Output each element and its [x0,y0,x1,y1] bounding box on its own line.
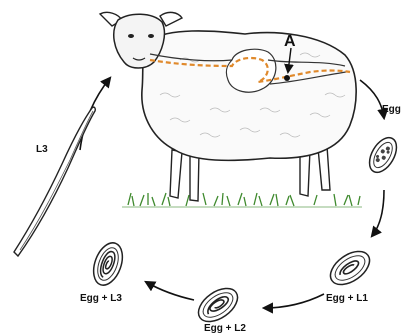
arrow-l3-to-sheep [80,78,110,150]
l3-larva [14,107,95,256]
label-egg-l1: Egg + L1 [326,293,368,304]
sheep-illustration: A [100,12,362,207]
label-egg: Egg [382,104,401,115]
arrow-l1-to-l2 [264,294,324,308]
label-l3: L3 [36,144,48,155]
grass [128,193,360,206]
arrow-egg-to-l1 [372,190,384,236]
arrow-l2-to-l3 [146,282,194,300]
label-egg-l3: Egg + L3 [80,293,122,304]
label-egg-l2: Egg + L2 [204,323,246,334]
egg-l3-stage: Egg + L3 [80,239,128,304]
arrow-sheep-to-egg [360,80,384,118]
parasite-site-marker [284,75,290,81]
egg-stage: Egg [364,104,402,177]
egg-l2-stage: Egg + L2 [193,282,247,334]
l3-larva-stage: L3 [14,107,95,256]
egg-l1-stage: Egg + L1 [325,245,376,304]
pointer-label-a: A [284,33,296,50]
